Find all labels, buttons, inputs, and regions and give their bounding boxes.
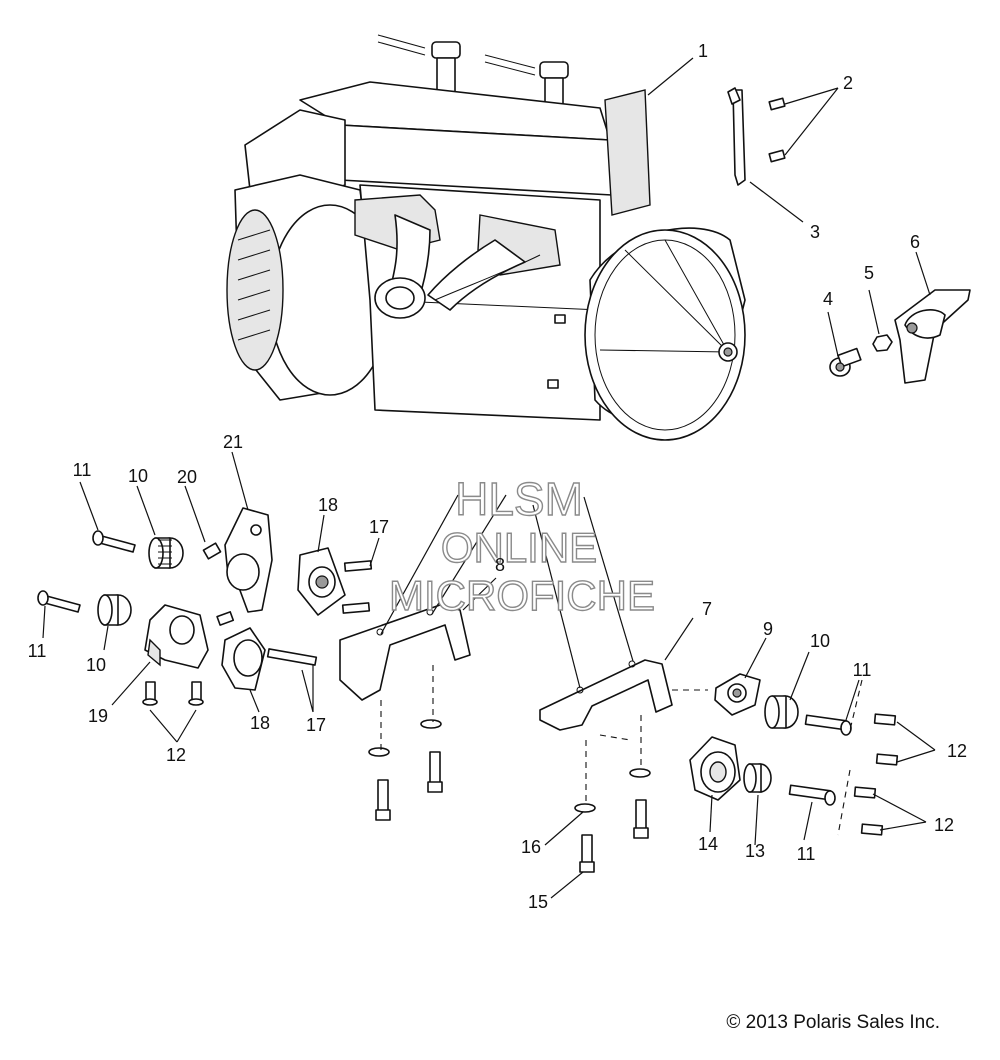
bushing-part-10-lower xyxy=(97,594,132,626)
callout-18-upper: 18 xyxy=(318,495,338,515)
engine-assembly xyxy=(226,34,746,441)
callout-labels: 1 2 3 4 5 6 7 8 9 10 10 10 11 11 11 11 1… xyxy=(28,41,967,912)
callout-11-right-lower: 11 xyxy=(797,844,816,864)
bracket-part-7 xyxy=(539,659,673,731)
bracket-part-3 xyxy=(727,87,746,186)
callout-7: 7 xyxy=(702,599,712,619)
callout-3: 3 xyxy=(810,222,820,242)
mount-part-19 xyxy=(144,604,209,669)
bolt-part-11-right-upper xyxy=(804,714,852,736)
callout-19: 19 xyxy=(88,706,108,726)
nut-part-5 xyxy=(872,334,893,352)
bushing-part-10-right xyxy=(764,695,799,729)
callout-12-left: 12 xyxy=(166,745,186,765)
watermark-line-3: MICROFICHE xyxy=(389,572,655,619)
callout-16: 16 xyxy=(521,837,541,857)
bolt-part-20 xyxy=(202,542,222,560)
callout-6: 6 xyxy=(910,232,920,252)
bolt-part-11-right-lower xyxy=(788,784,836,806)
bolts-part-12-right xyxy=(853,713,899,836)
watermark-line-2: ONLINE xyxy=(441,524,597,571)
leader-lines xyxy=(42,57,936,899)
bolts-part-12-left xyxy=(142,681,204,706)
washers-part-16-right xyxy=(574,768,651,813)
callout-18-lower: 18 xyxy=(250,713,270,733)
callout-20: 20 xyxy=(177,467,197,487)
washers-part-16-left xyxy=(368,719,442,757)
mount-part-18-lower xyxy=(221,627,266,691)
watermark: HLSM ONLINE MICROFICHE xyxy=(388,472,655,619)
mount-part-14 xyxy=(689,736,741,801)
callout-8: 8 xyxy=(495,555,505,575)
bolts-part-15-left xyxy=(375,751,443,821)
bolt-part-11-upper xyxy=(92,530,136,553)
bushing-part-13 xyxy=(743,763,772,793)
callout-14: 14 xyxy=(698,834,718,854)
bracket-part-8 xyxy=(339,604,471,701)
callout-1: 1 xyxy=(698,41,708,61)
callout-13: 13 xyxy=(745,841,765,861)
callout-11-upper: 11 xyxy=(73,460,92,480)
bushing-part-10-upper xyxy=(148,537,184,569)
bolts-part-17-lower xyxy=(216,611,318,666)
callout-9: 9 xyxy=(763,619,773,639)
callout-17-upper: 17 xyxy=(369,517,389,537)
mount-part-9 xyxy=(714,673,761,716)
callout-10-upper: 10 xyxy=(128,466,148,486)
callout-15: 15 xyxy=(528,892,548,912)
alignment-dash-lines xyxy=(380,665,863,836)
callout-12-right-lower: 12 xyxy=(934,815,954,835)
callout-10-lower: 10 xyxy=(86,655,106,675)
callout-11-right-upper: 11 xyxy=(853,660,872,680)
callout-11-lower: 11 xyxy=(28,641,47,661)
callout-5: 5 xyxy=(864,263,874,283)
callout-17-lower: 17 xyxy=(306,715,326,735)
callout-12-right-upper: 12 xyxy=(947,741,967,761)
bolts-part-2 xyxy=(768,97,786,163)
bolts-part-15-right xyxy=(579,799,649,873)
stud-part-4 xyxy=(829,347,862,377)
callout-10-right: 10 xyxy=(810,631,830,651)
mount-part-18-upper xyxy=(297,547,346,616)
bracket-part-6 xyxy=(894,289,971,384)
watermark-line-1: HLSM xyxy=(455,473,583,525)
bolt-part-17-upper xyxy=(341,560,373,614)
callout-4: 4 xyxy=(823,289,833,309)
copyright-notice: © 2013 Polaris Sales Inc. xyxy=(726,1012,940,1033)
callout-2: 2 xyxy=(843,73,853,93)
callout-21: 21 xyxy=(223,432,243,452)
bolt-part-11-lower xyxy=(37,590,81,613)
mount-part-21 xyxy=(224,507,273,613)
